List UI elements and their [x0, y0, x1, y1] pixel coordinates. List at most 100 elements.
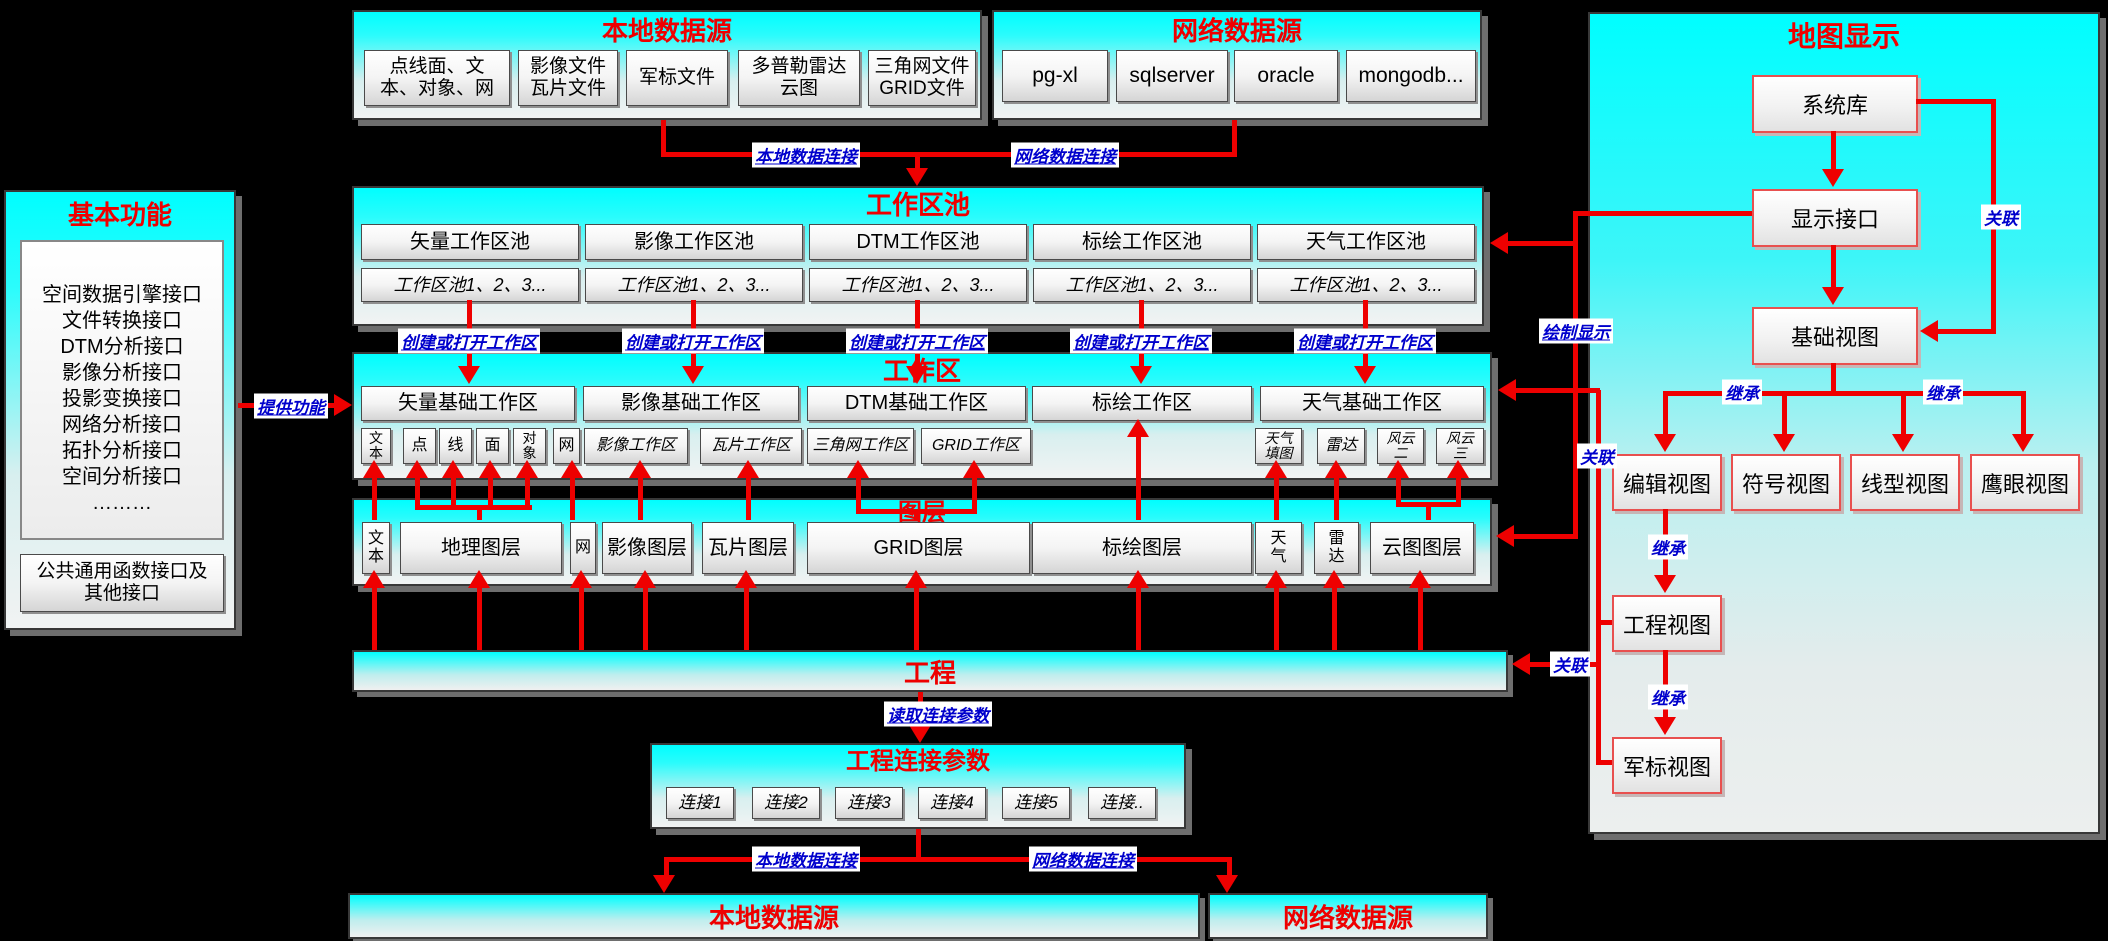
label-read-params: 读取连接参数	[884, 701, 992, 727]
local-datasource-bottom-bar: 本地数据源	[348, 893, 1200, 939]
label-create-open-5: 创建或打开工作区	[1294, 328, 1436, 354]
interface-list-box: 空间数据引擎接口 文件转换接口 DTM分析接口 影像分析接口 投影变换接口 网络…	[20, 240, 224, 540]
label-inherit-4: 继承	[1648, 684, 1688, 710]
node-conn-4: 连接4	[918, 787, 986, 819]
line	[744, 587, 749, 650]
arrowhead	[406, 460, 428, 478]
arrowhead	[1654, 434, 1676, 452]
line	[1136, 436, 1141, 520]
arrowhead	[468, 570, 490, 588]
node-tin-grid-files: 三角网文件 GRID文件	[868, 50, 976, 106]
line	[1575, 211, 1752, 216]
label-create-open-2: 创建或打开工作区	[622, 328, 764, 354]
line	[1938, 329, 1993, 334]
node-grid-ws: GRID工作区	[921, 428, 1031, 464]
line	[664, 857, 1232, 862]
node-tin-ws: 三角网工作区	[807, 428, 914, 464]
node-fy2: 风云 二	[1377, 428, 1424, 464]
node-conn-2: 连接2	[752, 787, 820, 819]
arrowhead	[561, 460, 583, 478]
network-datasource-panel: 网络数据源 pg-xl sqlserver oracle mongodb...	[992, 10, 1482, 120]
line	[477, 507, 482, 520]
arrowhead	[1387, 460, 1409, 478]
local-datasource-bottom-title: 本地数据源	[708, 902, 839, 933]
label-create-open-1: 创建或打开工作区	[398, 328, 540, 354]
line	[1232, 120, 1237, 155]
arrowhead	[682, 366, 704, 384]
node-image-tile-files: 影像文件 瓦片文件	[518, 50, 618, 106]
node-polygon: 面	[476, 428, 509, 464]
line	[1782, 391, 1787, 434]
node-net: 网	[553, 428, 580, 464]
line	[1426, 502, 1431, 520]
line	[488, 477, 493, 506]
basic-functions-title: 基本功能	[67, 200, 172, 230]
line	[1831, 131, 1836, 169]
line	[1418, 587, 1423, 650]
node-geo-layer: 地理图层	[400, 522, 562, 574]
label-assoc-mid: 关联	[1577, 443, 1617, 469]
arrowhead	[458, 366, 480, 384]
arrowhead	[653, 875, 675, 893]
label-inherit-1: 继承	[1722, 379, 1762, 405]
arrowhead	[1127, 570, 1149, 588]
line	[1508, 241, 1575, 246]
node-pool-items-1: 工作区池1、2、3...	[361, 268, 579, 302]
line	[1601, 620, 1612, 625]
network-datasource-bottom-bar: 网络数据源	[1208, 893, 1488, 939]
arrowhead	[963, 460, 985, 478]
arrowhead	[1216, 875, 1238, 893]
arrowhead	[905, 570, 927, 588]
line	[1601, 760, 1612, 765]
line	[914, 509, 919, 520]
line	[477, 587, 482, 650]
arrowhead	[1265, 460, 1287, 478]
line	[1663, 391, 2025, 396]
workspace-pool-panel: 工作区池 矢量工作区池 影像工作区池 DTM工作区池 标绘工作区池 天气工作区池…	[352, 186, 1484, 326]
line	[661, 120, 666, 155]
line	[415, 505, 532, 510]
arrowhead	[1265, 570, 1287, 588]
line	[1663, 650, 1668, 717]
line	[914, 587, 919, 650]
node-weather-layer: 天 气	[1255, 522, 1302, 574]
node-weather-pool: 天气工作区池	[1257, 224, 1475, 260]
line	[1334, 477, 1339, 520]
node-pgxl: pg-xl	[1002, 50, 1108, 102]
local-datasource-title: 本地数据源	[601, 16, 732, 46]
arrowhead	[1325, 460, 1347, 478]
node-text-ws: 文 本	[361, 428, 391, 464]
line	[1596, 390, 1601, 765]
node-military-file: 军标文件	[626, 50, 728, 106]
node-symbol-view: 符号视图	[1731, 454, 1841, 511]
arrowhead	[1127, 419, 1149, 437]
arrowhead	[629, 460, 651, 478]
line	[570, 477, 575, 520]
arrowhead	[363, 460, 385, 478]
arrowhead	[479, 460, 501, 478]
line	[415, 477, 420, 506]
workspace-panel: 工作区 矢量基础工作区 影像基础工作区 DTM基础工作区 标绘工作区 天气基础工…	[352, 352, 1492, 480]
arrowhead	[442, 460, 464, 478]
arrowhead	[1323, 570, 1345, 588]
line	[972, 477, 977, 510]
arrowhead	[1654, 575, 1676, 593]
arrowhead	[735, 570, 757, 588]
line	[1332, 587, 1337, 650]
line	[1901, 391, 1906, 434]
node-oracle: oracle	[1234, 50, 1338, 102]
line	[2021, 391, 2026, 434]
node-point: 点	[403, 428, 436, 464]
arrowhead	[1354, 366, 1376, 384]
node-tile-ws: 瓦片工作区	[700, 428, 802, 464]
node-mongodb: mongodb...	[1346, 50, 1476, 102]
line	[856, 477, 861, 510]
line	[1136, 587, 1141, 650]
node-object: 对 象	[513, 428, 546, 464]
arrowhead	[1409, 570, 1431, 588]
arrowhead	[1130, 366, 1152, 384]
node-dtm-base-ws: DTM基础工作区	[807, 386, 1026, 421]
arrowhead	[1892, 434, 1914, 452]
label-assoc-syslib: 关联	[1981, 204, 2021, 230]
